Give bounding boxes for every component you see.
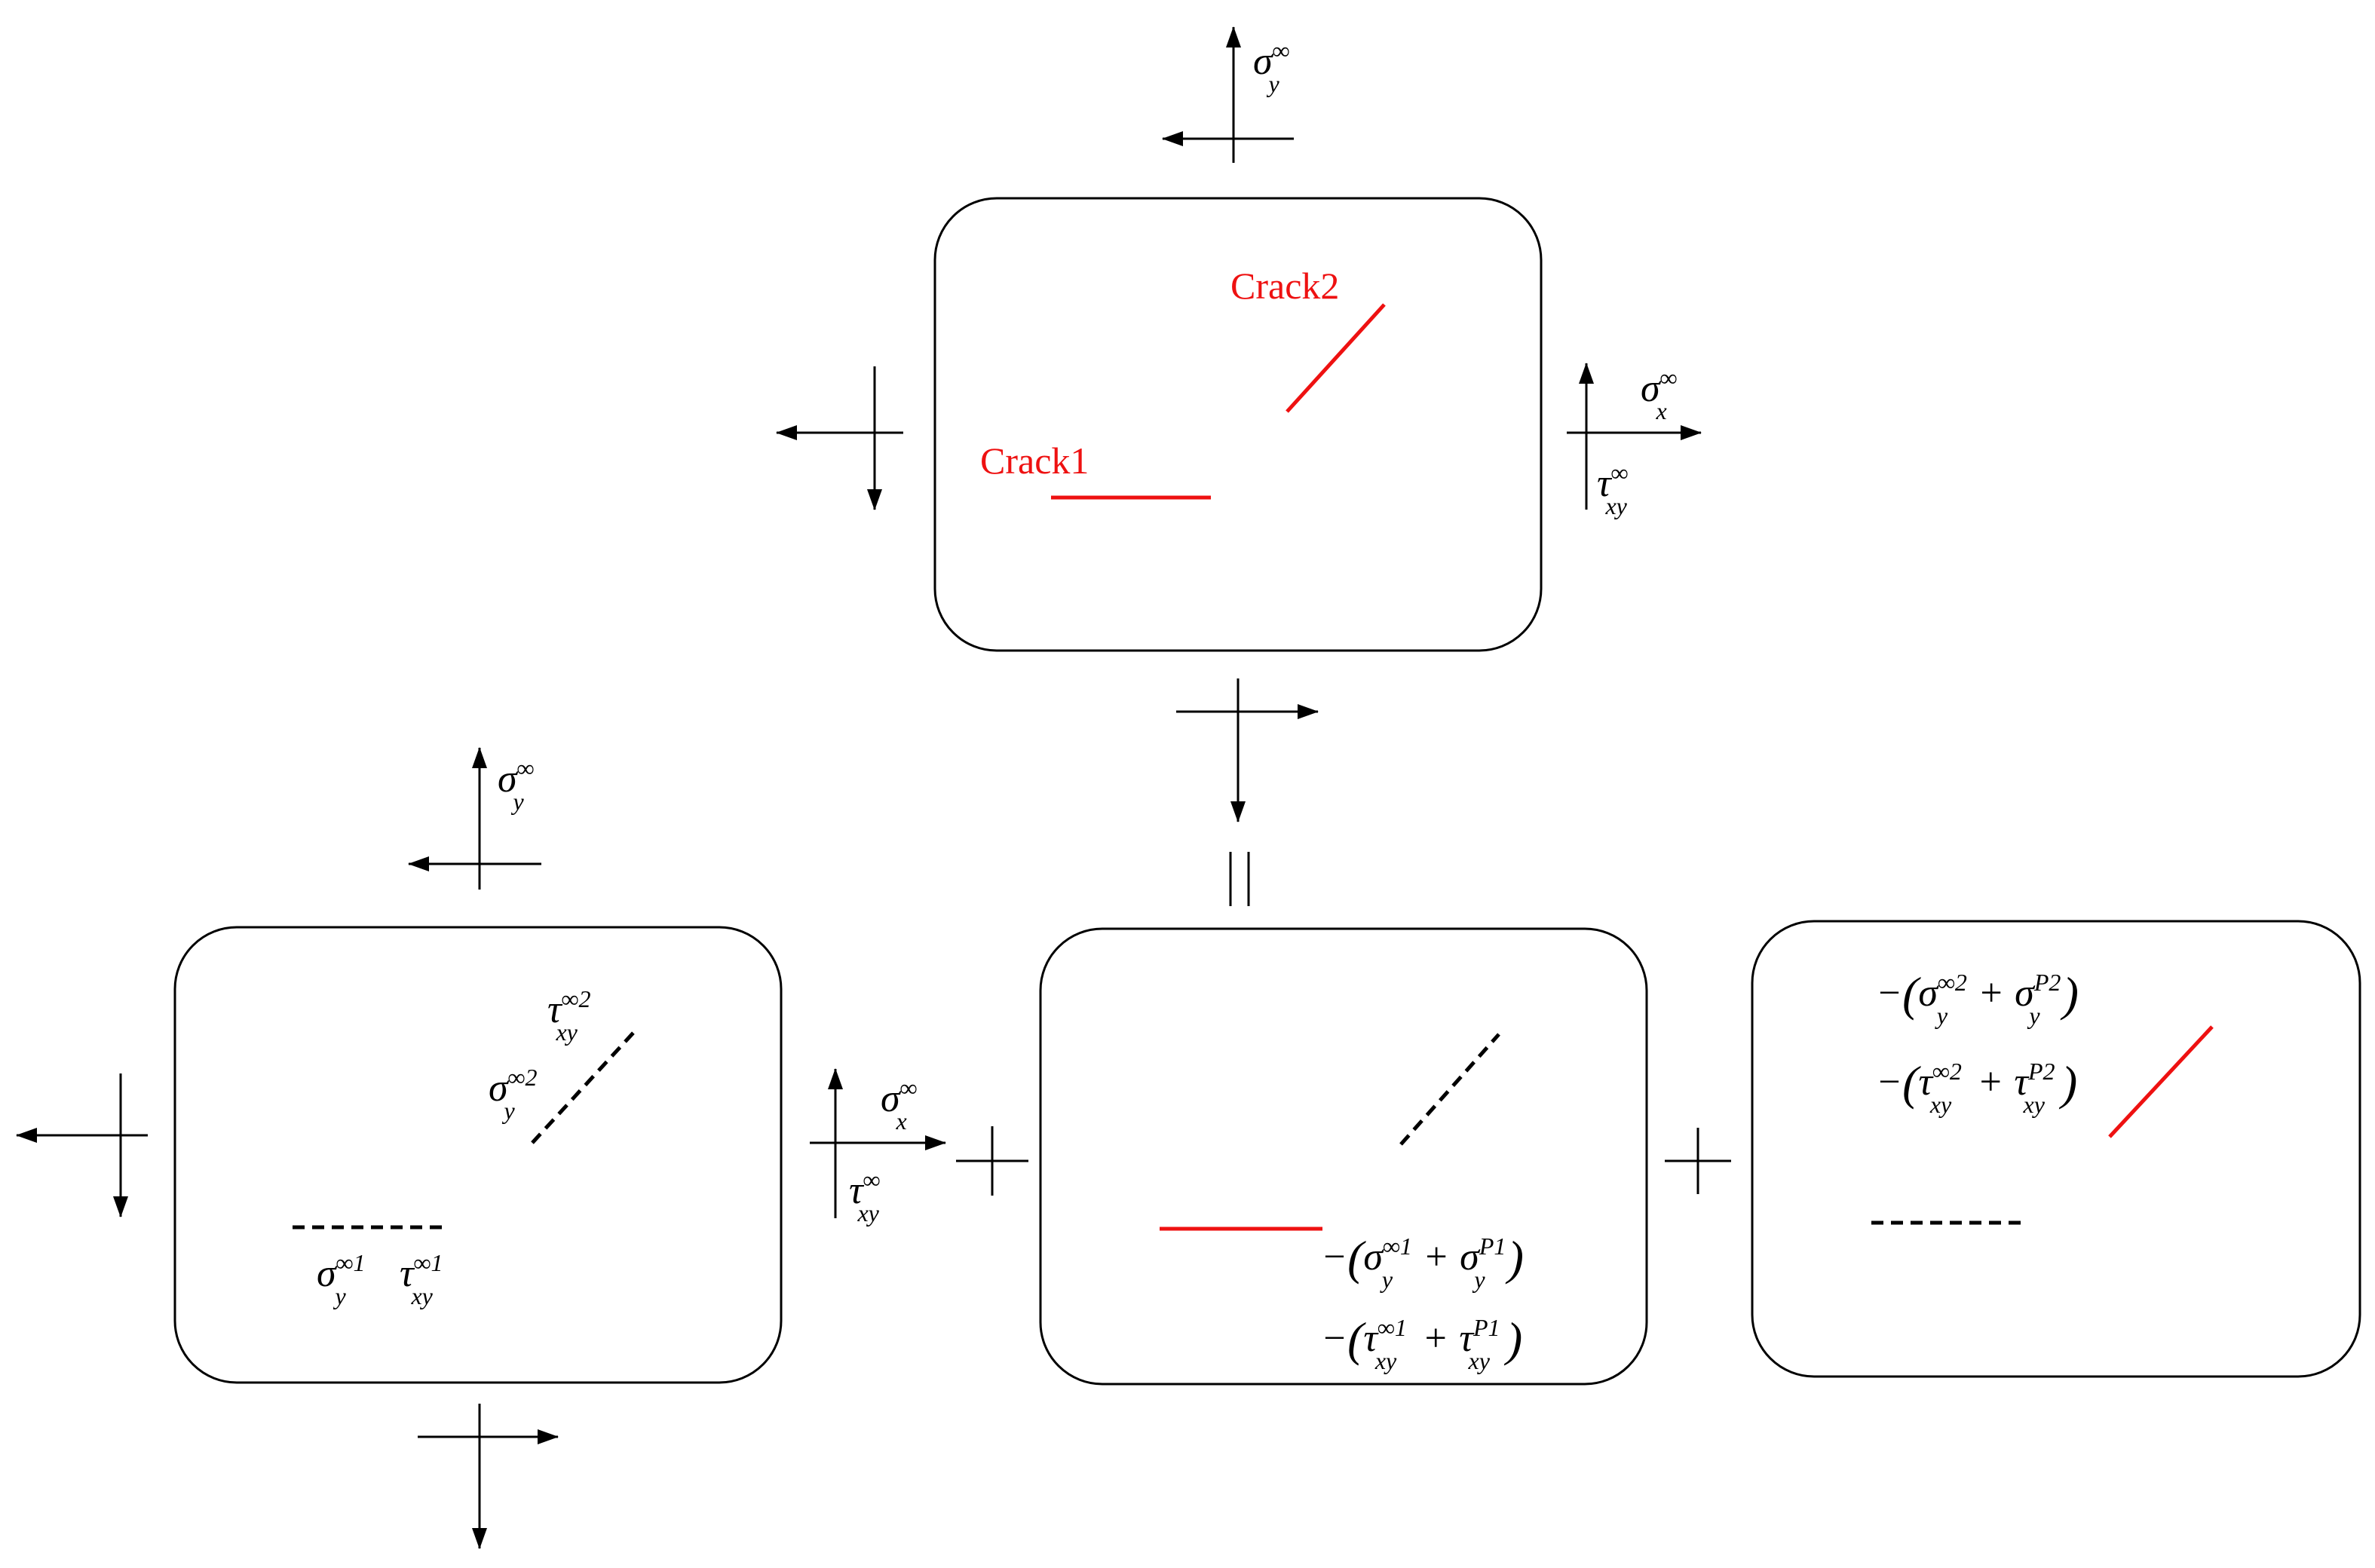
left-plate bbox=[173, 926, 783, 1384]
left-tau-xy-label: τ∞xy bbox=[849, 1166, 880, 1227]
crack1-label: Crack1 bbox=[980, 439, 1089, 482]
top-sigma-x-arrow bbox=[1567, 363, 1702, 510]
left-sigma-y-label: σ∞y bbox=[498, 755, 534, 815]
top-plate bbox=[933, 197, 1543, 652]
left-left-arrow bbox=[16, 1073, 148, 1217]
top-sigma-y-label: σ∞y bbox=[1253, 37, 1289, 97]
right-crack2-line bbox=[2108, 1025, 2214, 1138]
right-plate bbox=[1751, 920, 2361, 1378]
left-crack2-dashed bbox=[531, 1031, 635, 1144]
top-tau-xy-label: τ∞xy bbox=[1597, 459, 1628, 519]
middle-plate bbox=[1039, 927, 1648, 1386]
left-sigma-y-arrow bbox=[408, 747, 541, 890]
top-left-arrow bbox=[776, 366, 903, 510]
crack2-line bbox=[1286, 303, 1386, 413]
left-sigma-x-arrow bbox=[810, 1068, 946, 1218]
top-sigma-y-arrow bbox=[1162, 26, 1294, 163]
top-sigma-x-label: σ∞x bbox=[1641, 364, 1677, 424]
middle-crack2-dashed bbox=[1399, 1033, 1500, 1146]
top-bottom-arrow bbox=[1176, 678, 1319, 822]
crack2-label: Crack2 bbox=[1230, 265, 1339, 307]
left-sigma-x-label: σ∞x bbox=[881, 1074, 917, 1135]
plus-sign-1 bbox=[956, 1126, 1028, 1196]
equals-sign bbox=[1229, 852, 1250, 906]
left-bottom-arrow bbox=[418, 1404, 559, 1549]
plus-sign-2 bbox=[1665, 1128, 1731, 1194]
